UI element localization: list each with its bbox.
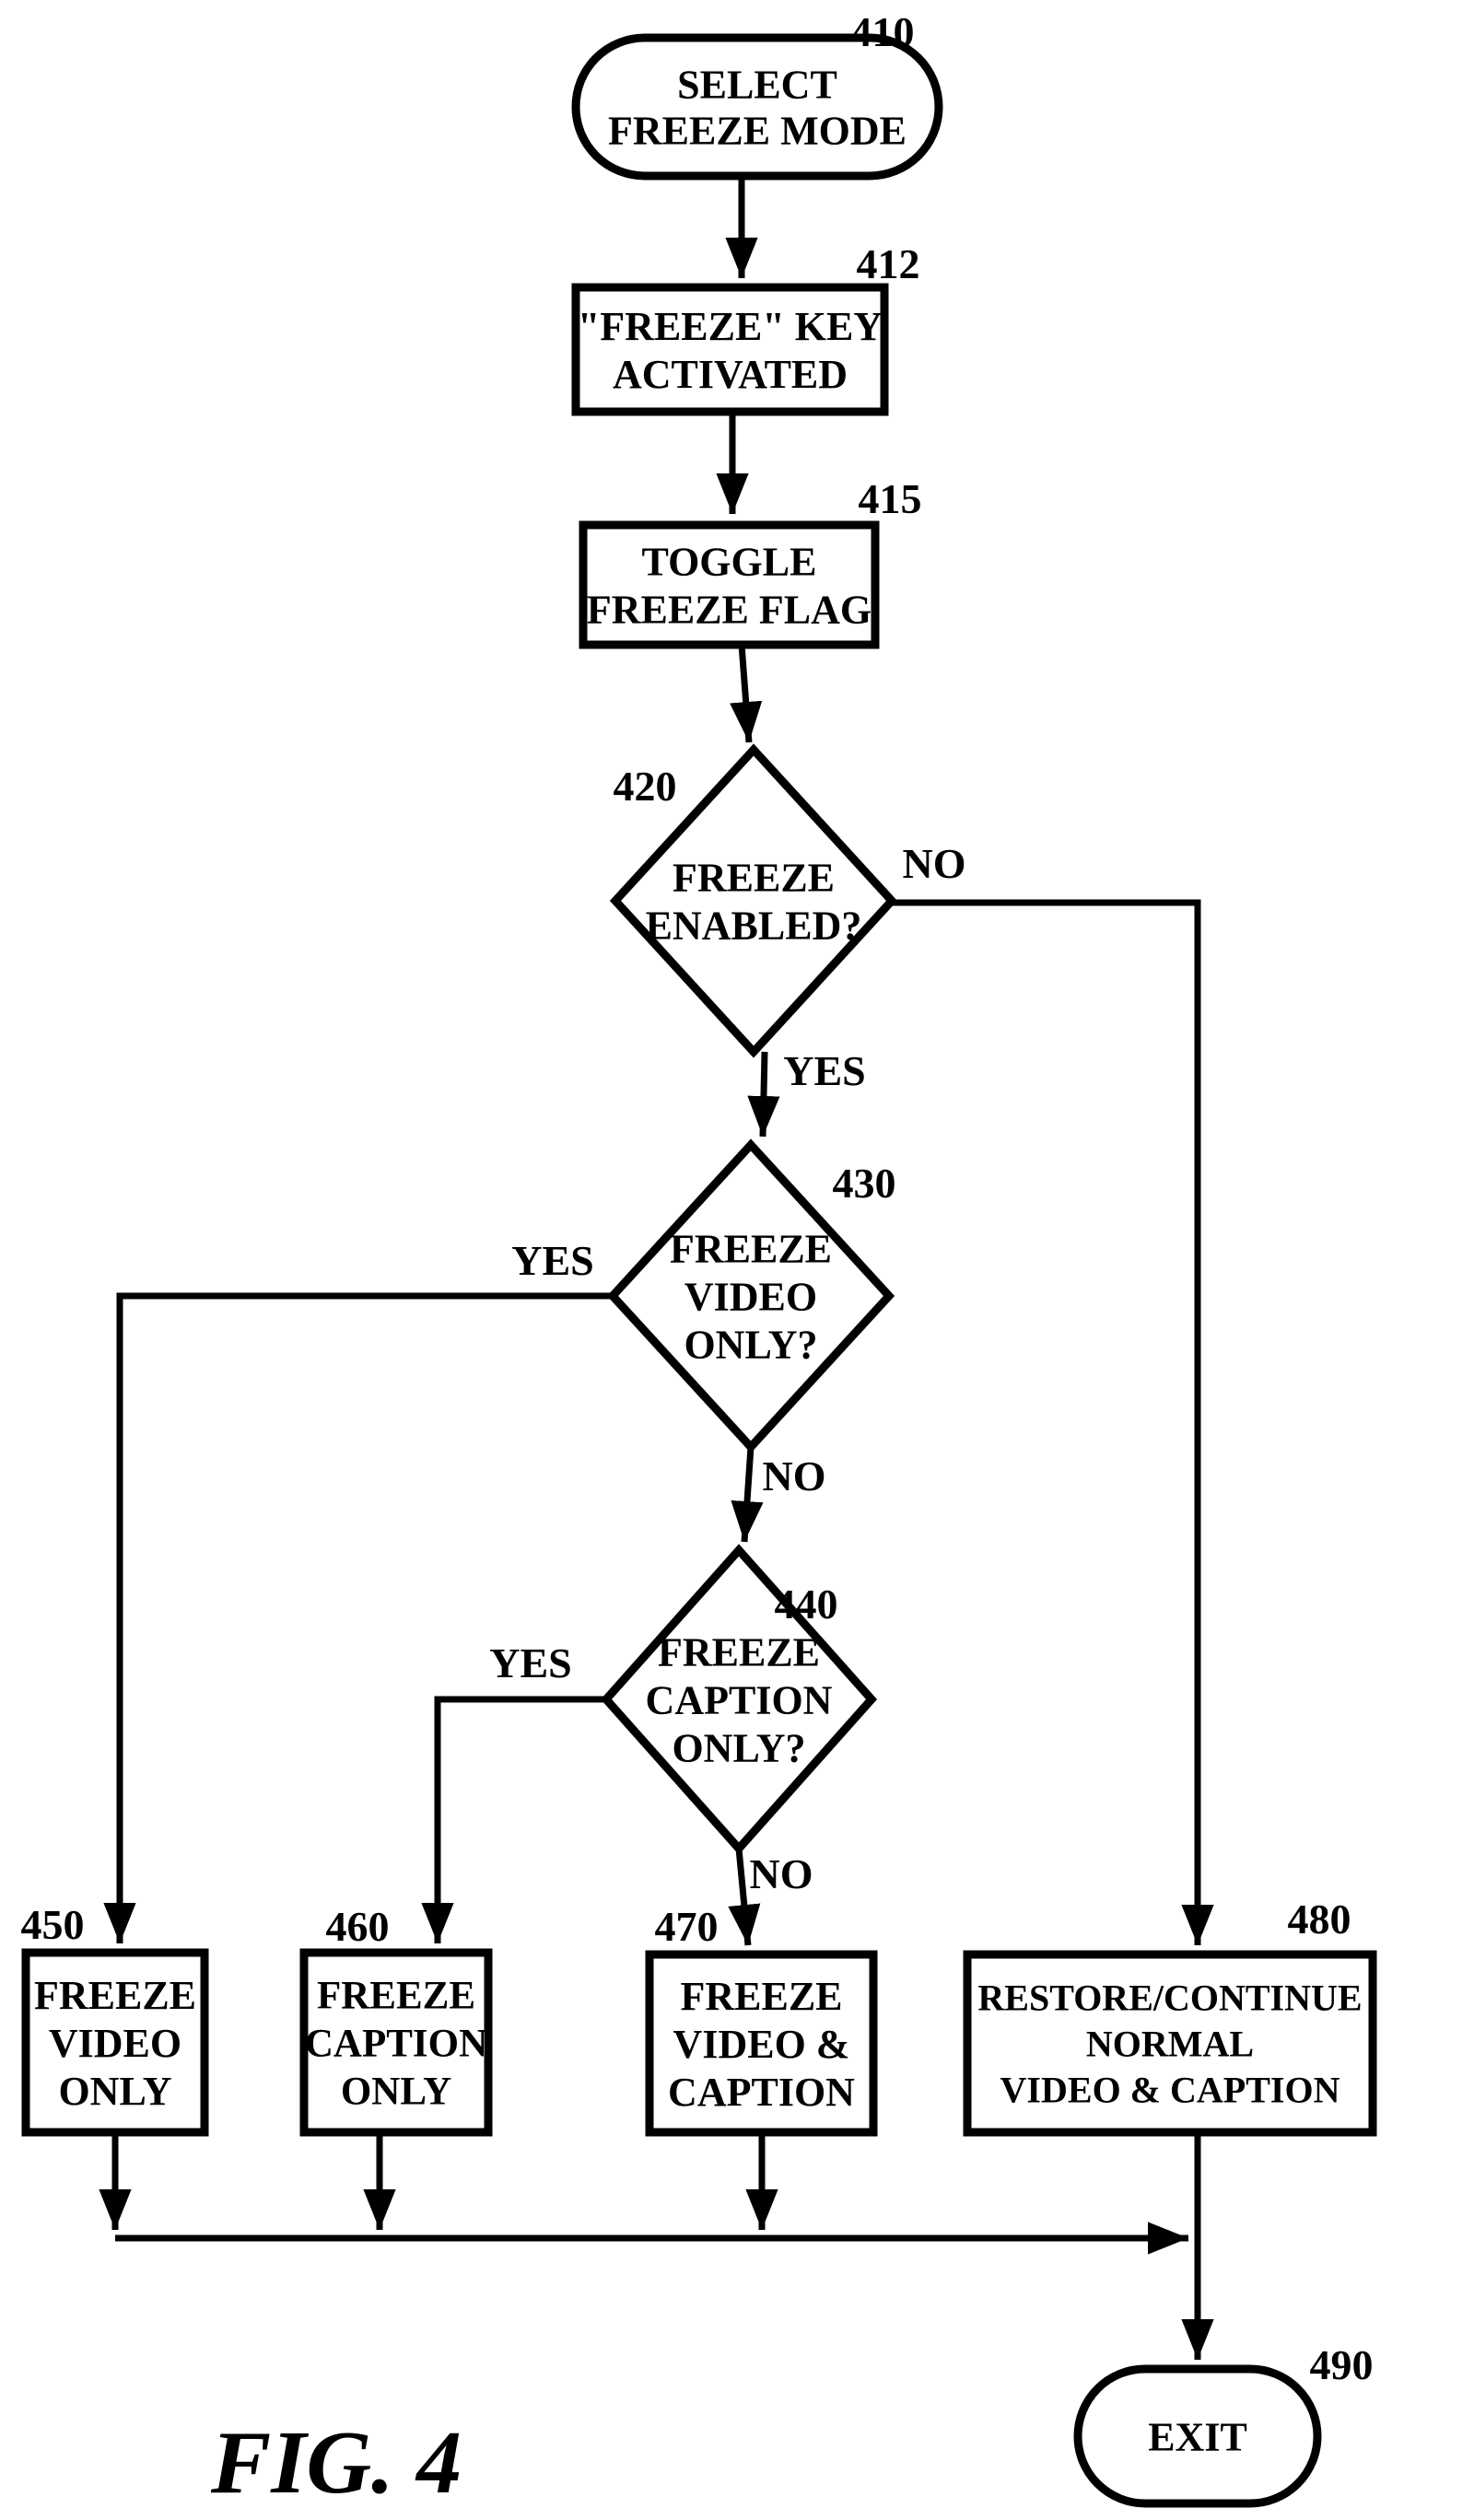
node-470-label-line-2: VIDEO & xyxy=(673,2022,850,2067)
process-restore-continue-normal: RESTORE/CONTINUE NORMAL VIDEO & CAPTION xyxy=(963,1950,1377,2137)
ref-numeral-420: 420 xyxy=(614,763,677,810)
terminal-exit: EXIT xyxy=(1073,2364,1322,2508)
node-450-process-box xyxy=(21,1948,209,2137)
edge-420-yes-to-430 xyxy=(747,1051,780,1138)
node-410-terminal-box xyxy=(571,33,943,181)
node-480-label-line-1: RESTORE/CONTINUE xyxy=(977,1978,1362,2019)
ref-numeral-410: 410 xyxy=(851,8,915,55)
node-450-label-line-1: FREEZE xyxy=(34,1973,196,2018)
node-415-label-line-1: TOGGLE xyxy=(642,539,817,584)
edge-430-yes-to-450 xyxy=(103,1292,613,1943)
ref-numeral-412: 412 xyxy=(857,240,920,287)
ref-numeral-470: 470 xyxy=(655,1903,719,1950)
node-480-label-line-2: NORMAL xyxy=(1086,2024,1254,2065)
node-470-label-line-1: FREEZE xyxy=(680,1974,842,2019)
edge-430-no-to-440 xyxy=(731,1446,764,1543)
node-430-label-line-1: FREEZE xyxy=(670,1226,832,1271)
node-480-process-box xyxy=(963,1950,1377,2137)
node-460-label-line-1: FREEZE xyxy=(317,1975,475,2018)
node-490-label-line-1: EXIT xyxy=(1148,2414,1247,2459)
node-420-diamond xyxy=(609,743,898,1058)
node-460-label-line-2: CAPTION xyxy=(305,2023,487,2066)
node-430-label-line-2: VIDEO xyxy=(684,1274,817,1319)
node-460-label-line-3: ONLY xyxy=(341,2071,451,2114)
node-430-label-line-3: ONLY? xyxy=(684,1322,817,1367)
edge-430-no-to-440-label: NO xyxy=(763,1452,826,1499)
node-440-label-line-2: CAPTION xyxy=(646,1677,833,1722)
node-470-label-line-3: CAPTION xyxy=(668,2070,855,2115)
edge-420-no-to-480-label: NO xyxy=(903,840,966,887)
edge-440-no-to-470 xyxy=(728,1848,761,1946)
edge-440-yes-to-460-label: YES xyxy=(489,1639,571,1686)
node-470-process-box xyxy=(645,1950,878,2137)
node-415-label-line-2: FREEZE FLAG xyxy=(587,587,872,632)
node-430-diamond xyxy=(606,1138,895,1453)
node-450-label-line-2: VIDEO xyxy=(49,2021,181,2066)
node-450-label-line-3: ONLY xyxy=(58,2069,171,2114)
node-415-process-box xyxy=(579,520,880,649)
node-440-label-line-3: ONLY? xyxy=(672,1725,805,1770)
labels-layer: NO YES YES NO YES NO 410 412 415 420 430 440 450 460 4… xyxy=(21,8,1374,2388)
node-412-process-box xyxy=(571,283,889,416)
edges-layer xyxy=(99,176,1214,2360)
edge-440-yes-to-460 xyxy=(421,1696,606,1943)
node-410-label-line-2: FREEZE MODE xyxy=(608,108,907,153)
node-440-label-line-1: FREEZE xyxy=(658,1629,820,1674)
edge-420-no-to-480 xyxy=(892,899,1214,1945)
edge-430-yes-to-450-label: YES xyxy=(511,1237,593,1284)
ref-numeral-450: 450 xyxy=(21,1901,85,1948)
ref-numeral-430: 430 xyxy=(833,1160,896,1207)
ref-numeral-480: 480 xyxy=(1288,1896,1351,1942)
edge-415-to-420 xyxy=(730,644,763,743)
ref-numeral-415: 415 xyxy=(859,475,922,522)
ref-numeral-440: 440 xyxy=(775,1581,838,1628)
figure-caption: FIG. 4 xyxy=(210,2413,462,2513)
ref-numeral-460: 460 xyxy=(326,1903,390,1950)
process-freeze-caption-only: FREEZE CAPTION ONLY xyxy=(299,1948,493,2137)
node-480-label-line-3: VIDEO & CAPTION xyxy=(1000,2070,1340,2111)
node-490-terminal-box xyxy=(1073,2364,1322,2508)
ref-numeral-490: 490 xyxy=(1310,2341,1374,2388)
node-440-diamond xyxy=(600,1544,878,1855)
edge-440-no-to-470-label: NO xyxy=(750,1850,813,1897)
node-420-label-line-2: ENABLED? xyxy=(646,903,862,948)
edge-420-yes-to-430-label: YES xyxy=(783,1047,865,1094)
node-460-process-box xyxy=(299,1948,493,2137)
node-412-label-line-1: "FREEZE" KEY xyxy=(578,304,883,349)
node-412-label-line-2: ACTIVATED xyxy=(613,352,848,397)
node-420-label-line-1: FREEZE xyxy=(673,855,835,900)
node-410-label-line-1: SELECT xyxy=(677,62,837,107)
